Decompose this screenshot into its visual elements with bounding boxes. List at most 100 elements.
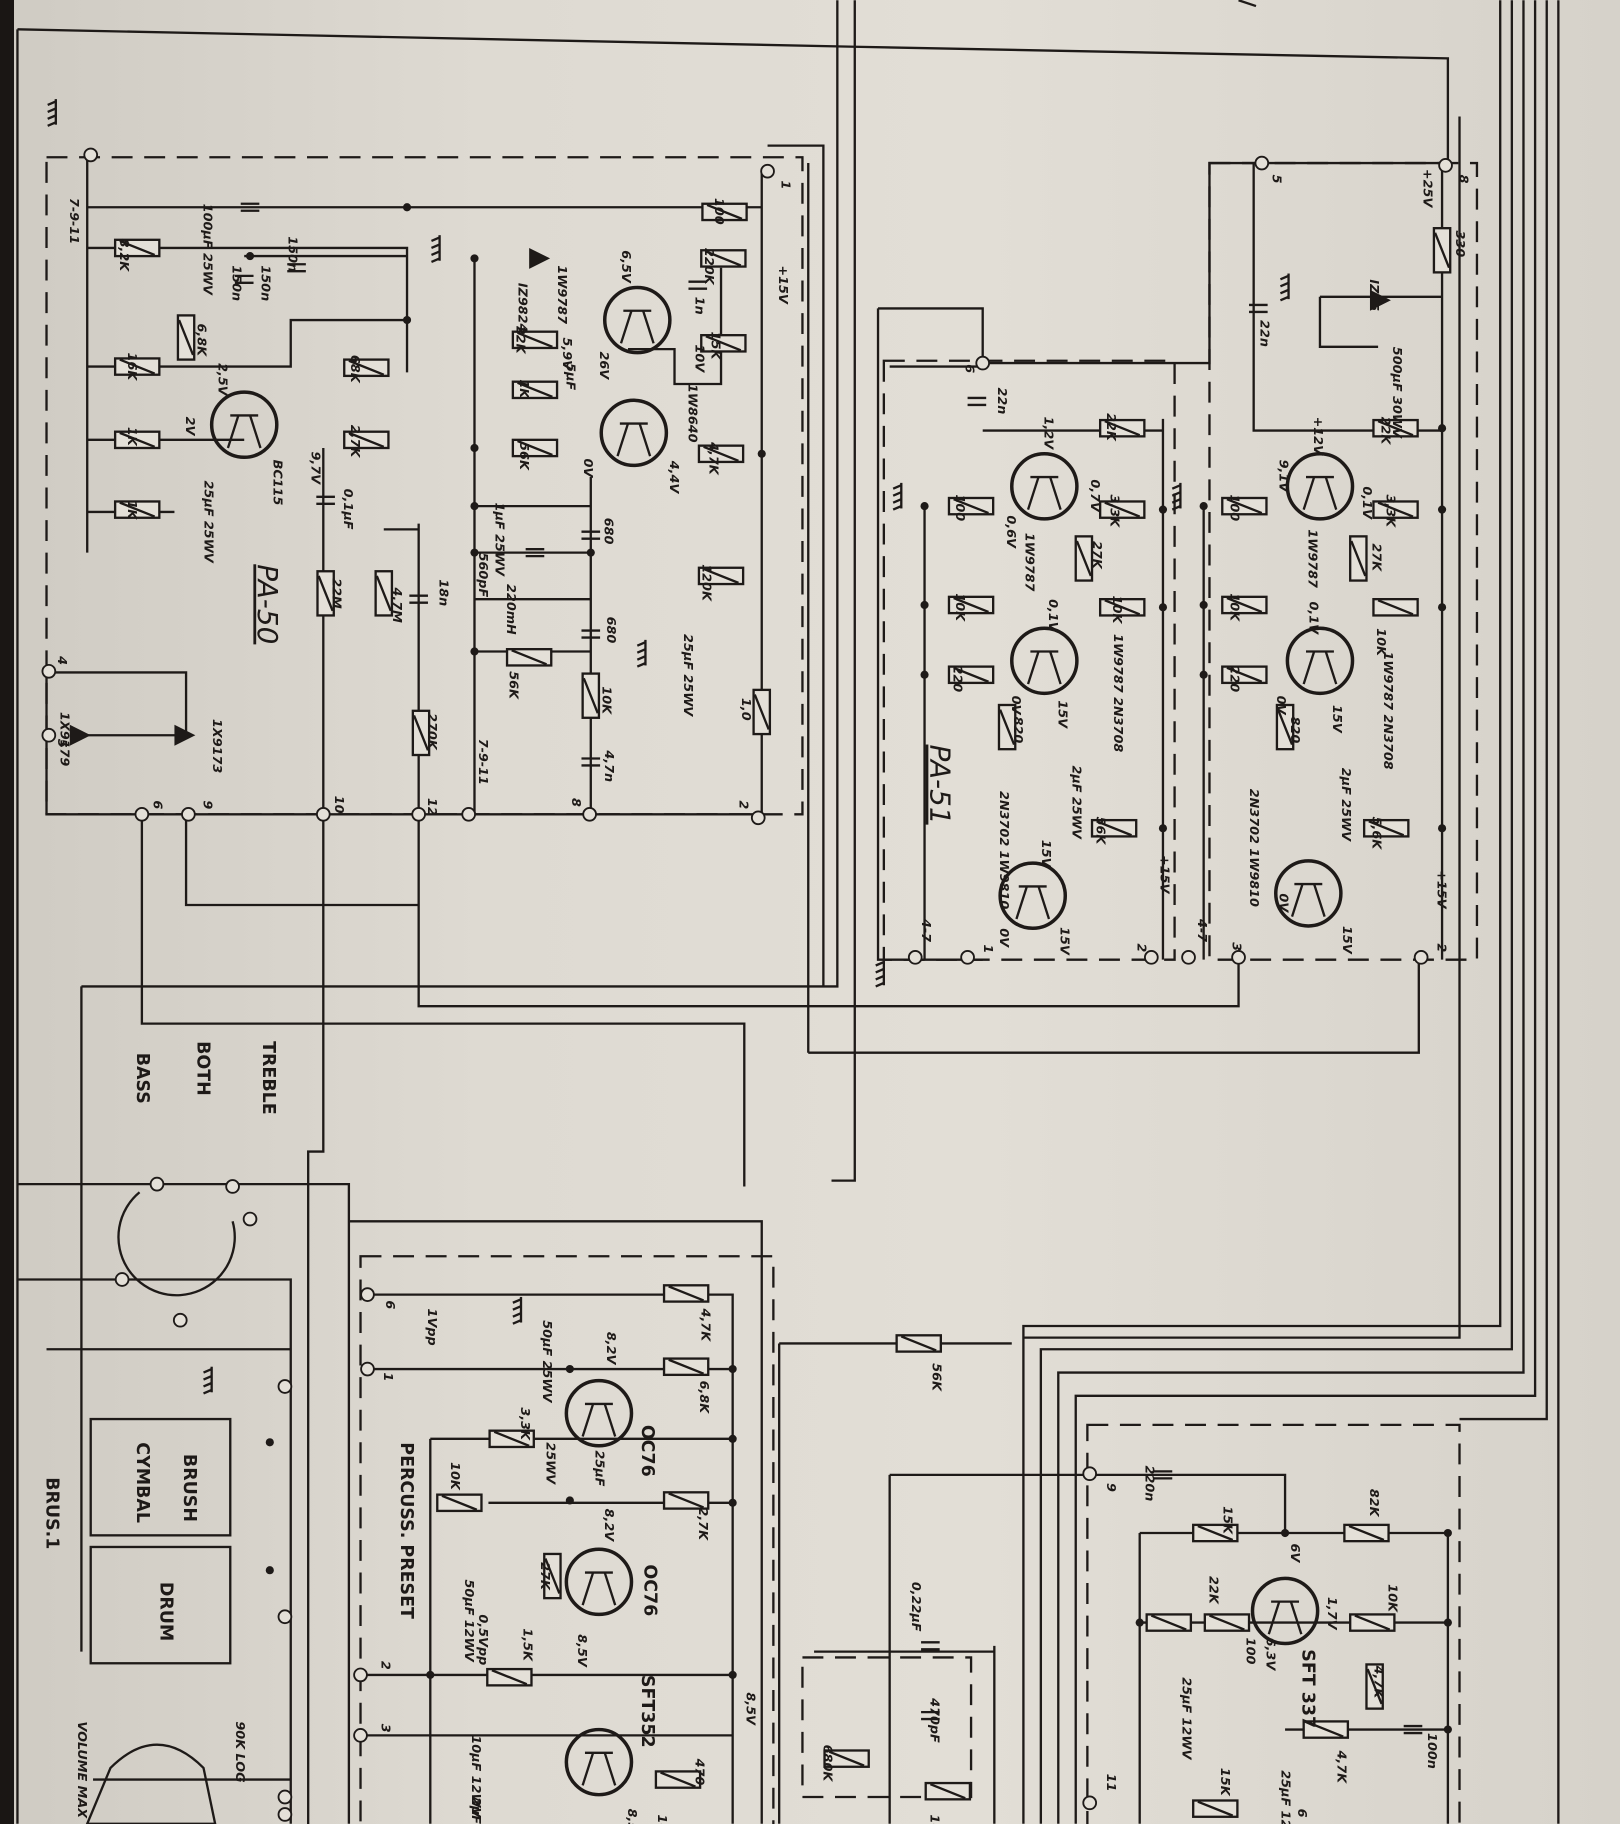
pa50-component-label: 1K bbox=[516, 379, 531, 399]
resistor-icon bbox=[488, 1429, 535, 1449]
resistor-icon bbox=[113, 238, 161, 258]
sft337-component-label: 100K bbox=[926, 1814, 941, 1824]
terminal-connector[interactable] bbox=[242, 1211, 258, 1227]
terminal-connector[interactable] bbox=[1413, 950, 1429, 965]
pa51_b-component-label: IZ15 bbox=[1366, 279, 1381, 311]
junction-dot bbox=[920, 670, 929, 679]
transistor-icon bbox=[1274, 859, 1343, 928]
ground-icon bbox=[203, 1366, 213, 1395]
switch-component-label: BRUSH bbox=[179, 1454, 199, 1522]
terminal-connector[interactable] bbox=[181, 806, 196, 822]
terminal-connector[interactable] bbox=[315, 806, 331, 822]
resistor-icon bbox=[1098, 418, 1146, 438]
terminal-connector[interactable] bbox=[582, 806, 597, 822]
pa51_b-component-label: 15V bbox=[1339, 926, 1354, 955]
pa50-component-label: 4,7K bbox=[705, 441, 720, 476]
pa51_b-component-label: 100 bbox=[1226, 494, 1241, 521]
percussion-component-label: OC76 bbox=[637, 1425, 657, 1477]
terminal-connector[interactable] bbox=[277, 1789, 293, 1805]
terminal-connector[interactable] bbox=[225, 1179, 240, 1194]
terminal-connector[interactable] bbox=[41, 727, 57, 743]
capacitor-icon bbox=[921, 1710, 940, 1721]
pa51_a-component-label: 820 bbox=[1010, 717, 1025, 744]
terminal-connector[interactable] bbox=[360, 1287, 375, 1302]
sft337-component-label: 6 bbox=[1294, 1809, 1309, 1818]
terminal-connector[interactable] bbox=[760, 163, 775, 179]
transistor-icon bbox=[564, 1547, 634, 1617]
terminal-connector[interactable] bbox=[41, 663, 57, 679]
pa51_b-component-label: 8 bbox=[1456, 175, 1471, 184]
terminal-connector[interactable] bbox=[114, 1272, 130, 1287]
terminal-connector[interactable] bbox=[1438, 158, 1453, 173]
wire bbox=[81, 0, 839, 988]
wire bbox=[889, 1473, 1287, 1534]
module-title: PA-50 bbox=[251, 564, 284, 644]
resistor-icon bbox=[176, 314, 196, 361]
terminal-connector[interactable] bbox=[750, 810, 766, 826]
pa51_b-component-label: 0V bbox=[1275, 893, 1290, 913]
pa50-component-label: 16K bbox=[124, 353, 139, 382]
terminal-connector[interactable] bbox=[83, 147, 99, 163]
terminal-connector[interactable] bbox=[960, 950, 975, 965]
wire bbox=[46, 671, 188, 737]
pa50-component-label: 2,7K bbox=[347, 425, 362, 459]
terminal-connector[interactable] bbox=[277, 1379, 293, 1394]
resistor-icon bbox=[1221, 595, 1268, 615]
resistor-icon bbox=[924, 1781, 972, 1801]
terminal-connector[interactable] bbox=[277, 1609, 293, 1625]
resistor-icon bbox=[700, 334, 747, 353]
pa51_a-component-label: 1 bbox=[980, 945, 995, 954]
pa50-component-label: 2V bbox=[182, 417, 197, 437]
pa50-component-label: 1W8640 bbox=[684, 384, 699, 443]
transistor-icon bbox=[1010, 626, 1079, 696]
terminal-connector[interactable] bbox=[149, 1176, 165, 1192]
resistor-icon bbox=[1098, 598, 1146, 617]
junction-dot bbox=[1158, 603, 1168, 612]
terminal-connector[interactable] bbox=[411, 806, 426, 822]
terminal-connector[interactable] bbox=[134, 806, 150, 822]
wire bbox=[1238, 0, 1257, 8]
sft337-component-label: 22K bbox=[1205, 1576, 1220, 1605]
percussion-component-label: OC76 bbox=[639, 1564, 659, 1616]
resistor-icon bbox=[505, 648, 553, 667]
pa50-component-label: IZ9824 bbox=[515, 283, 530, 333]
terminal-connector[interactable] bbox=[360, 1361, 375, 1377]
terminal-connector[interactable] bbox=[1231, 950, 1246, 965]
terminal-connector[interactable] bbox=[1144, 950, 1159, 965]
switch-component-label: TREBLE bbox=[258, 1041, 278, 1115]
junction-dot bbox=[470, 548, 479, 557]
resistor-icon bbox=[113, 500, 161, 519]
terminal-connector[interactable] bbox=[1082, 1795, 1098, 1811]
pa50-component-label: 1X9173 bbox=[209, 719, 224, 773]
terminal-connector[interactable] bbox=[1181, 950, 1196, 965]
terminal-connector[interactable] bbox=[1254, 155, 1270, 171]
junction-dot bbox=[1443, 1725, 1452, 1734]
resistor-icon bbox=[1221, 496, 1268, 516]
junction-dot bbox=[265, 1438, 274, 1447]
capacitor-icon bbox=[234, 274, 254, 285]
pa50-component-label: 4,7n bbox=[601, 749, 616, 782]
percussion-component-label: 8,2V bbox=[601, 1509, 616, 1543]
pa51_a-component-label: 2N3702 1W9810 bbox=[996, 791, 1011, 909]
rotary-switch-icon[interactable] bbox=[117, 1191, 236, 1297]
wire bbox=[1023, 116, 1461, 1339]
percussion-component-label: 8,2V bbox=[603, 1332, 618, 1366]
volume-knob-icon[interactable] bbox=[85, 1743, 217, 1824]
junction-dot bbox=[1158, 505, 1168, 514]
terminal-connector[interactable] bbox=[975, 355, 991, 371]
pa50-component-label: 56K bbox=[505, 671, 520, 700]
pa51_a-component-label: 6 bbox=[961, 364, 976, 373]
terminal-connector[interactable] bbox=[277, 1807, 293, 1822]
terminal-connector[interactable] bbox=[353, 1728, 368, 1743]
terminal-connector[interactable] bbox=[461, 806, 476, 822]
capacitor-icon bbox=[581, 629, 601, 639]
terminal-connector[interactable] bbox=[907, 950, 923, 965]
sft337-component-label: 100 bbox=[1243, 1638, 1258, 1665]
junction-dot bbox=[565, 1496, 574, 1505]
pa51_b-component-label: 10K bbox=[1373, 628, 1388, 657]
terminal-connector[interactable] bbox=[1082, 1466, 1098, 1482]
capacitor-icon bbox=[316, 495, 335, 505]
terminal-connector[interactable] bbox=[353, 1667, 368, 1683]
terminal-connector[interactable] bbox=[172, 1312, 188, 1328]
